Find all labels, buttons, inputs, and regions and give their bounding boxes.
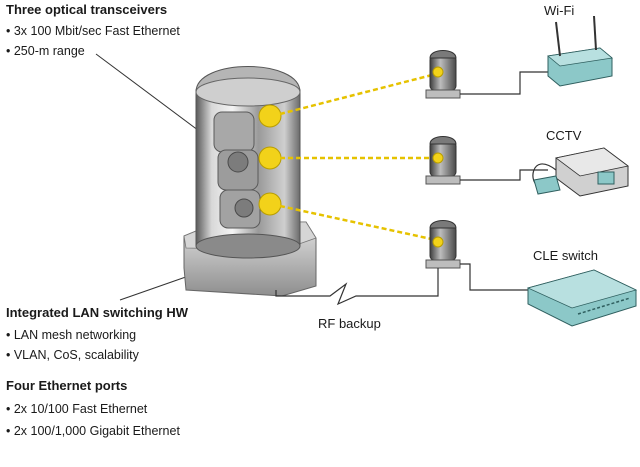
ethernet-bullet-gigabit: • 2x 100/1,000 Gigabit Ethernet	[6, 424, 180, 438]
cable-cctv	[460, 169, 548, 181]
optical-unit	[183, 66, 317, 297]
optical-beam-wifi	[279, 72, 437, 116]
wifi-label: Wi-Fi	[544, 3, 575, 18]
optical-heading: Three optical transceivers	[6, 2, 168, 17]
cle-switch-label: CLE switch	[533, 248, 599, 263]
cle-switch	[526, 269, 638, 327]
transceiver-lens-3	[258, 192, 282, 216]
lan-heading: Integrated LAN switching HW	[6, 305, 188, 320]
transceiver-lens-1	[258, 104, 282, 128]
cctv-camera	[532, 147, 629, 197]
cctv-label: CCTV	[546, 128, 582, 143]
optical-bullet-range: • 250-m range	[6, 44, 85, 58]
remote-node-2	[425, 136, 461, 185]
cable-cle	[460, 263, 530, 291]
cable-wifi	[460, 71, 548, 95]
optical-bullet-speed: • 3x 100 Mbit/sec Fast Ethernet	[6, 24, 180, 38]
transceiver-lens-2	[258, 146, 282, 170]
rf-backup-link	[275, 268, 439, 306]
ethernet-heading: Four Ethernet ports	[6, 378, 128, 393]
remote-node-1	[425, 50, 461, 99]
optical-beam-cle	[279, 204, 437, 242]
lan-bullet-mesh: • LAN mesh networking	[6, 328, 137, 342]
lan-bullet-vlan: • VLAN, CoS, scalability	[6, 348, 139, 362]
remote-node-3	[425, 220, 461, 269]
ethernet-bullet-fast: • 2x 10/100 Fast Ethernet	[6, 402, 148, 416]
wifi-access-point	[547, 15, 613, 87]
rf-backup-label: RF backup	[318, 316, 381, 331]
